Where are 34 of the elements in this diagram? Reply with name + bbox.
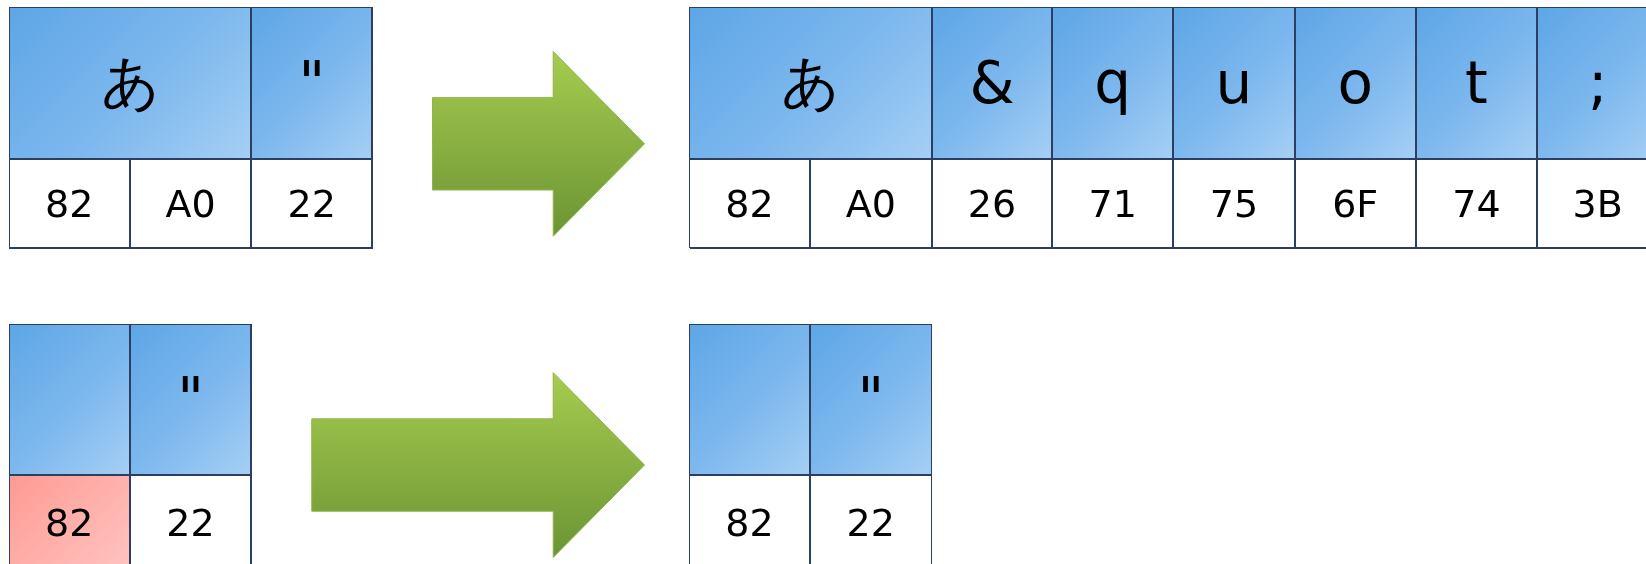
character-cell: " xyxy=(129,323,252,475)
character-cell: " xyxy=(809,323,932,475)
byte-cell: 26 xyxy=(931,159,1053,249)
byte-cell: 82 xyxy=(689,159,810,249)
byte-cell: 22 xyxy=(251,159,373,249)
character-cell: あ xyxy=(689,6,932,160)
byte-table xyxy=(9,324,252,564)
character-cell: & xyxy=(931,6,1053,160)
character-cell: あ xyxy=(8,6,252,160)
character-cell: o xyxy=(1294,6,1416,160)
byte-cell: 71 xyxy=(1052,159,1174,249)
byte-cell: 82 xyxy=(689,475,810,564)
byte-cell: 6F xyxy=(1294,159,1416,249)
byte-cell: 82 xyxy=(8,159,130,249)
byte-cell: 82 xyxy=(8,475,130,564)
byte-cell: 74 xyxy=(1415,159,1538,249)
arrow xyxy=(311,372,646,558)
character-cell: t xyxy=(1415,6,1538,160)
byte-table xyxy=(9,7,373,249)
character-cell: u xyxy=(1173,6,1295,160)
byte-cell: 3B xyxy=(1537,159,1646,249)
character-cell: ; xyxy=(1537,6,1646,160)
byte-cell: 22 xyxy=(129,475,252,564)
byte-cell: A0 xyxy=(809,159,932,249)
arrow xyxy=(432,50,646,237)
character-cell xyxy=(8,323,130,475)
byte-cell: 22 xyxy=(809,475,932,564)
character-cell: q xyxy=(1052,6,1174,160)
byte-cell: A0 xyxy=(129,159,252,249)
byte-cell: 75 xyxy=(1173,159,1295,249)
character-cell: " xyxy=(251,6,373,160)
byte-table xyxy=(689,7,1646,249)
character-cell xyxy=(689,323,810,475)
byte-table xyxy=(689,324,933,564)
